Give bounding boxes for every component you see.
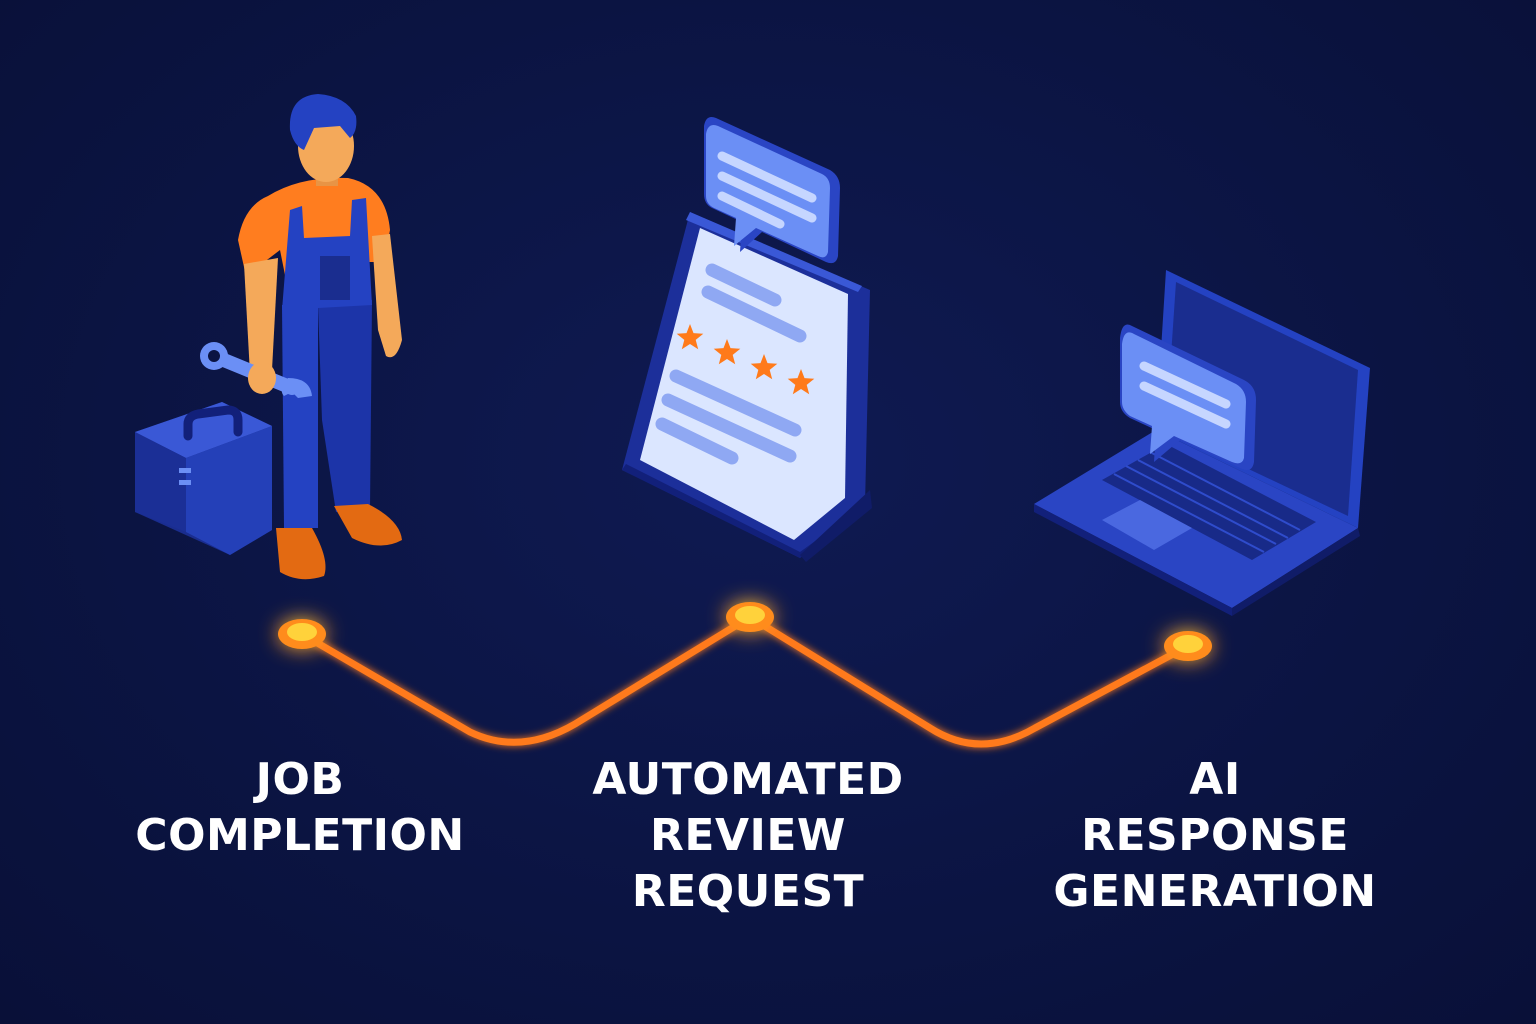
step-label-line: AUTOMATED [592,754,904,805]
worker-icon [135,94,402,580]
star-icon [787,369,815,395]
star-icon [713,339,741,365]
step-label-line: JOB [255,754,345,805]
star-icon [750,354,778,380]
review-tablet-icon [622,117,872,562]
step-label-ai-response-generation: AI RESPONSE GENERATION [1015,752,1415,920]
step-label-job-completion: JOB COMPLETION [100,752,500,864]
star-icon [676,324,704,350]
flow-node-3 [1164,631,1212,661]
step-label-automated-review-request: AUTOMATED REVIEW REQUEST [548,752,948,920]
step-label-line: COMPLETION [135,810,465,861]
step-label-line: RESPONSE [1081,810,1349,861]
step-label-line: GENERATION [1053,866,1377,917]
step-label-line: AI [1189,754,1241,805]
step-label-line: REQUEST [631,866,865,917]
step-label-line: REVIEW [650,810,846,861]
chat-bubble-icon [704,117,840,264]
rating-stars [676,324,815,395]
flow-node-1 [278,619,326,649]
toolbox-icon [135,402,272,555]
chat-bubble-icon [1120,324,1256,470]
flow-connector [298,613,1192,748]
flow-node-2 [726,602,774,632]
laptop-chat-icon [1034,270,1370,616]
